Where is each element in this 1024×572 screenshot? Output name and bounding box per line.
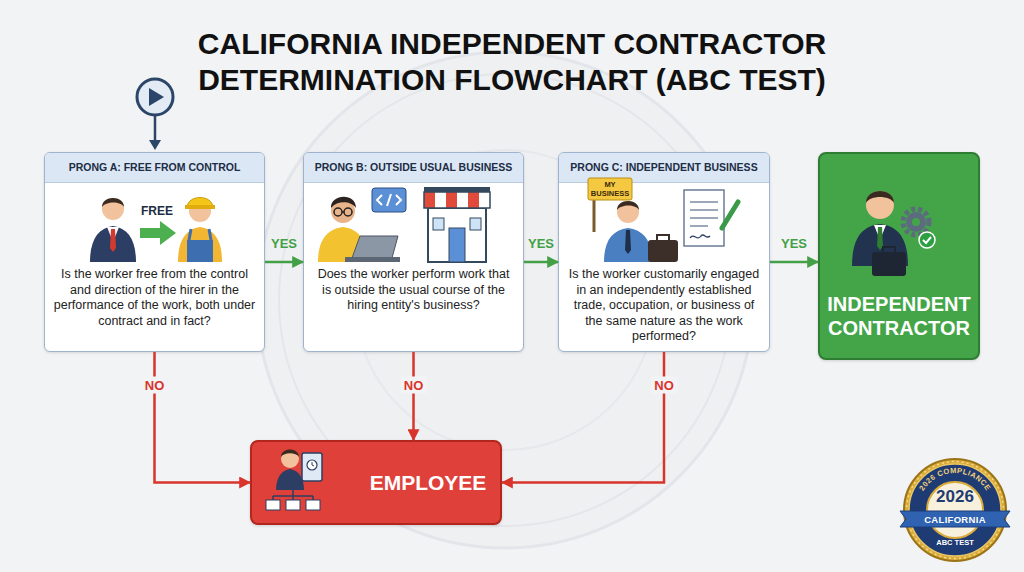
diagram-title: CALIFORNIA INDEPENDENT CONTRACTOR DETERM…	[152, 26, 872, 98]
box-heading: PRONG A: FREE FROM CONTROL	[45, 153, 264, 183]
box-heading: PRONG C: INDEPENDENT BUSINESS	[559, 153, 769, 183]
start-icon	[154, 116, 157, 142]
compliance-badge	[904, 459, 1006, 561]
flow-arrow	[524, 261, 558, 264]
edge-label: YES	[778, 235, 810, 252]
flow-arrow	[412, 352, 415, 440]
edge-label: YES	[525, 235, 557, 252]
flow-arrow	[155, 352, 251, 483]
illustration-label: FREE	[141, 204, 173, 218]
edge-label: NO	[401, 377, 427, 394]
start-icon	[149, 140, 161, 150]
result-label: INDEPENDENT CONTRACTOR	[820, 292, 978, 340]
question-text: Does the worker perform work that is out…	[312, 267, 515, 314]
edge-label: YES	[268, 235, 300, 252]
compliance-badge	[907, 462, 1004, 559]
prong-box: PRONG A: FREE FROM CONTROL Is the worker …	[44, 152, 265, 352]
compliance-badge	[900, 511, 1010, 527]
start-icon	[137, 79, 173, 150]
sign-text: MY BUSINESS	[588, 181, 632, 198]
prong-box: PRONG B: OUTSIDE USUAL BUSINESS Does the …	[303, 152, 524, 352]
badge-year: 2026	[936, 487, 974, 507]
box-heading: PRONG B: OUTSIDE USUAL BUSINESS	[304, 153, 523, 183]
result-box: EMPLOYEE	[250, 440, 502, 525]
edge-label: NO	[142, 377, 168, 394]
flow-arrow	[502, 352, 664, 483]
compliance-badge	[909, 464, 1001, 556]
compliance-badge	[927, 482, 983, 538]
flow-arrow	[770, 261, 818, 264]
start-icon	[137, 79, 173, 115]
flow-arrow	[265, 261, 303, 264]
badge-bottom-text: ABC TEST	[936, 538, 974, 547]
badge-ribbon-text: CALIFORNIA	[924, 514, 986, 525]
compliance-badge: 2026 COMPLIANCE	[900, 459, 1010, 561]
result-label: EMPLOYEE	[362, 442, 494, 523]
question-text: Is the worker customarily engaged in an …	[567, 267, 761, 345]
result-box: INDEPENDENT CONTRACTOR	[818, 152, 980, 360]
question-text: Is the worker free from the control and …	[53, 267, 256, 329]
edge-label: NO	[651, 377, 677, 394]
prong-box: PRONG C: INDEPENDENT BUSINESS Is the work…	[558, 152, 770, 352]
start-icon	[149, 88, 164, 106]
